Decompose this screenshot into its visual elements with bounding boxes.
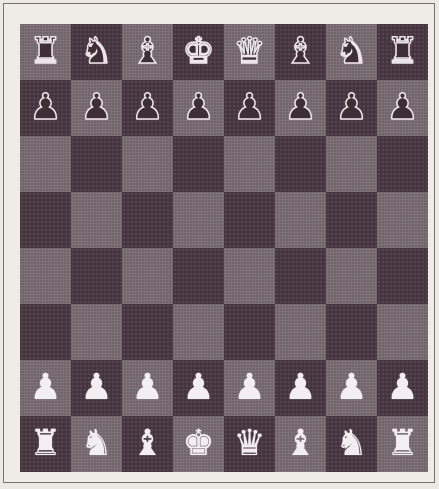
square-g3[interactable]: [326, 304, 377, 360]
white-knight-icon[interactable]: ♞: [80, 426, 112, 462]
square-b8[interactable]: ♞: [71, 24, 122, 80]
square-d4[interactable]: [173, 248, 224, 304]
square-a3[interactable]: [20, 304, 71, 360]
square-c2[interactable]: ♟: [122, 360, 173, 416]
square-f8[interactable]: ♝: [275, 24, 326, 80]
square-g6[interactable]: [326, 136, 377, 192]
black-pawn-icon[interactable]: ♟: [29, 90, 61, 126]
square-h5[interactable]: [377, 192, 428, 248]
black-pawn-icon[interactable]: ♟: [131, 90, 163, 126]
white-pawn-icon[interactable]: ♟: [284, 370, 316, 406]
black-bishop-icon[interactable]: ♝: [131, 34, 163, 70]
square-e5[interactable]: [224, 192, 275, 248]
square-e4[interactable]: [224, 248, 275, 304]
chess-board[interactable]: ♜ ♞ ♝ ♚ ♛ ♝ ♞ ♜ ♟ ♟ ♟ ♟ ♟ ♟ ♟ ♟ ♟ ♟ ♟ ♟ ♟ ♟ ♟ ♟ ♜ ♞ ♝ ♚ ♛ ♝ ♞ ♜: [20, 24, 428, 472]
square-a8[interactable]: ♜: [20, 24, 71, 80]
square-f3[interactable]: [275, 304, 326, 360]
square-a1[interactable]: ♜: [20, 416, 71, 472]
black-rook-icon[interactable]: ♜: [386, 34, 418, 70]
square-e2[interactable]: ♟: [224, 360, 275, 416]
white-pawn-icon[interactable]: ♟: [29, 370, 61, 406]
square-h2[interactable]: ♟: [377, 360, 428, 416]
square-f7[interactable]: ♟: [275, 80, 326, 136]
square-c3[interactable]: [122, 304, 173, 360]
white-rook-icon[interactable]: ♜: [29, 426, 61, 462]
square-g4[interactable]: [326, 248, 377, 304]
square-g1[interactable]: ♞: [326, 416, 377, 472]
square-a4[interactable]: [20, 248, 71, 304]
square-e6[interactable]: [224, 136, 275, 192]
square-b3[interactable]: [71, 304, 122, 360]
board-frame: ♜ ♞ ♝ ♚ ♛ ♝ ♞ ♜ ♟ ♟ ♟ ♟ ♟ ♟ ♟ ♟ ♟ ♟ ♟ ♟ ♟ ♟ ♟ ♟ ♜ ♞ ♝ ♚ ♛ ♝ ♞ ♜: [3, 3, 435, 483]
square-d5[interactable]: [173, 192, 224, 248]
white-pawn-icon[interactable]: ♟: [233, 370, 265, 406]
square-f1[interactable]: ♝: [275, 416, 326, 472]
square-c1[interactable]: ♝: [122, 416, 173, 472]
square-f2[interactable]: ♟: [275, 360, 326, 416]
black-pawn-icon[interactable]: ♟: [80, 90, 112, 126]
square-b2[interactable]: ♟: [71, 360, 122, 416]
square-b1[interactable]: ♞: [71, 416, 122, 472]
white-bishop-icon[interactable]: ♝: [131, 426, 163, 462]
square-f4[interactable]: [275, 248, 326, 304]
square-d6[interactable]: [173, 136, 224, 192]
white-pawn-icon[interactable]: ♟: [131, 370, 163, 406]
square-g8[interactable]: ♞: [326, 24, 377, 80]
square-d2[interactable]: ♟: [173, 360, 224, 416]
black-pawn-icon[interactable]: ♟: [233, 90, 265, 126]
square-h6[interactable]: [377, 136, 428, 192]
square-g7[interactable]: ♟: [326, 80, 377, 136]
square-b7[interactable]: ♟: [71, 80, 122, 136]
black-queen-icon[interactable]: ♛: [233, 34, 265, 70]
square-a5[interactable]: [20, 192, 71, 248]
square-e7[interactable]: ♟: [224, 80, 275, 136]
square-c6[interactable]: [122, 136, 173, 192]
white-bishop-icon[interactable]: ♝: [284, 426, 316, 462]
square-a6[interactable]: [20, 136, 71, 192]
square-h1[interactable]: ♜: [377, 416, 428, 472]
square-a2[interactable]: ♟: [20, 360, 71, 416]
square-a7[interactable]: ♟: [20, 80, 71, 136]
black-pawn-icon[interactable]: ♟: [386, 90, 418, 126]
white-pawn-icon[interactable]: ♟: [335, 370, 367, 406]
square-e8[interactable]: ♛: [224, 24, 275, 80]
black-pawn-icon[interactable]: ♟: [182, 90, 214, 126]
white-pawn-icon[interactable]: ♟: [80, 370, 112, 406]
white-king-icon[interactable]: ♚: [182, 426, 214, 462]
square-g5[interactable]: [326, 192, 377, 248]
square-h4[interactable]: [377, 248, 428, 304]
square-c5[interactable]: [122, 192, 173, 248]
black-rook-icon[interactable]: ♜: [29, 34, 61, 70]
black-king-icon[interactable]: ♚: [182, 34, 214, 70]
square-c8[interactable]: ♝: [122, 24, 173, 80]
square-g2[interactable]: ♟: [326, 360, 377, 416]
square-f5[interactable]: [275, 192, 326, 248]
black-knight-icon[interactable]: ♞: [80, 34, 112, 70]
square-b6[interactable]: [71, 136, 122, 192]
square-e3[interactable]: [224, 304, 275, 360]
black-knight-icon[interactable]: ♞: [335, 34, 367, 70]
square-h8[interactable]: ♜: [377, 24, 428, 80]
square-c4[interactable]: [122, 248, 173, 304]
square-d7[interactable]: ♟: [173, 80, 224, 136]
black-pawn-icon[interactable]: ♟: [284, 90, 316, 126]
square-d3[interactable]: [173, 304, 224, 360]
square-f6[interactable]: [275, 136, 326, 192]
white-pawn-icon[interactable]: ♟: [182, 370, 214, 406]
square-c7[interactable]: ♟: [122, 80, 173, 136]
square-d8[interactable]: ♚: [173, 24, 224, 80]
square-b4[interactable]: [71, 248, 122, 304]
square-b5[interactable]: [71, 192, 122, 248]
square-e1[interactable]: ♛: [224, 416, 275, 472]
white-queen-icon[interactable]: ♛: [233, 426, 265, 462]
square-h3[interactable]: [377, 304, 428, 360]
square-d1[interactable]: ♚: [173, 416, 224, 472]
square-h7[interactable]: ♟: [377, 80, 428, 136]
black-pawn-icon[interactable]: ♟: [335, 90, 367, 126]
white-rook-icon[interactable]: ♜: [386, 426, 418, 462]
white-pawn-icon[interactable]: ♟: [386, 370, 418, 406]
white-knight-icon[interactable]: ♞: [335, 426, 367, 462]
black-bishop-icon[interactable]: ♝: [284, 34, 316, 70]
